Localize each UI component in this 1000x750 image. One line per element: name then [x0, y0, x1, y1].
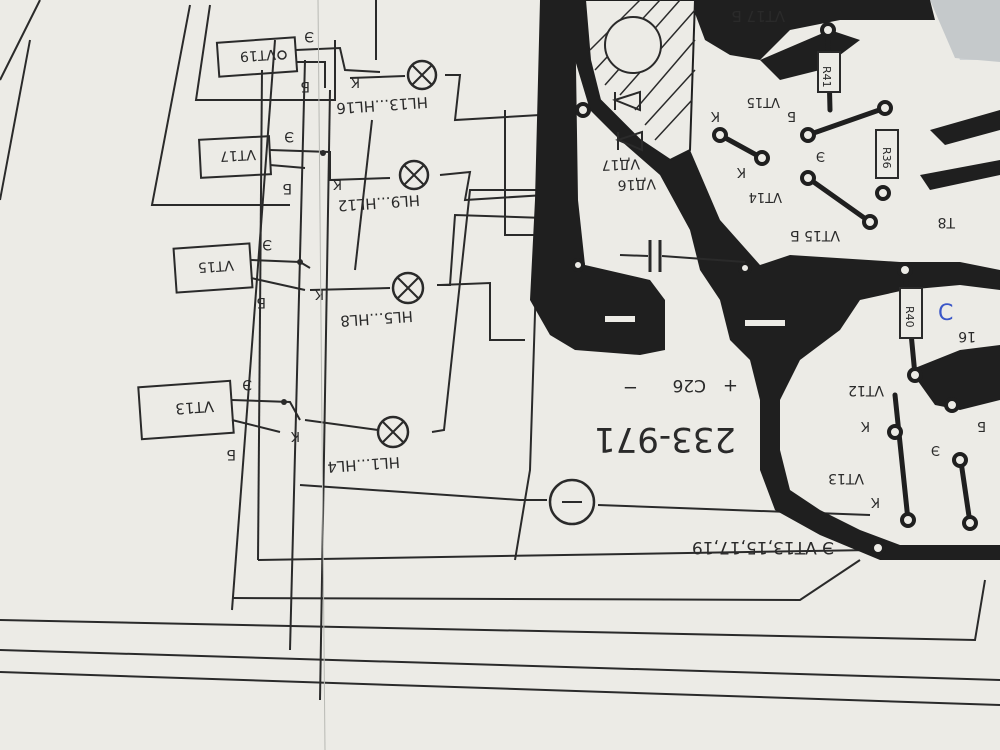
transistor-vt13: VT13 Э Б — [137, 376, 301, 462]
pin-label: К — [737, 164, 746, 179]
pad-label: VT15 Б — [790, 227, 840, 243]
pcb-pads — [571, 22, 978, 556]
pin-label: Б — [787, 108, 796, 123]
fold-crease — [317, 0, 326, 750]
hatched-area — [583, 0, 697, 162]
pad-label: VT14 — [749, 189, 782, 204]
lamp-hl9-hl12: HL9...HL12 К — [333, 159, 430, 215]
capacitor-label: C26 — [672, 375, 706, 395]
emitter-label: Э — [242, 376, 252, 392]
lamp-label: HL9...HL12 — [337, 191, 420, 215]
emitter-label: Э — [262, 236, 272, 252]
schematic-wiring — [0, 0, 1000, 706]
resistor-label: R36 — [880, 147, 893, 169]
pad-label: VT15 — [747, 94, 780, 109]
pad-label: VT13 — [828, 470, 864, 486]
pcb-foil — [530, 0, 1000, 560]
board-labels: VT17 Б VT15 К Б VT14 К Э VT15 Б VT12 К Э… — [711, 7, 986, 509]
pin-label: К — [711, 108, 720, 123]
lamp-hl5-hl8: HL5...HL8 К — [315, 271, 425, 330]
pin-label: Э — [816, 148, 825, 163]
transistor-label: VT13 — [175, 397, 215, 418]
resistor-label: R41 — [820, 66, 833, 88]
emitter-label: Э — [284, 128, 294, 144]
base-label: Б — [226, 446, 236, 462]
base-label: Б — [282, 180, 292, 196]
lamp-label: HL1...HL4 — [327, 453, 401, 476]
left-border-lines — [0, 0, 41, 201]
partial-label: T8 — [938, 214, 956, 230]
transistor-vt17: VT17 Э Б — [198, 128, 340, 196]
collector-label: К — [291, 428, 300, 443]
paper-edge-shadow — [930, 0, 1000, 62]
pad-label: VT12 — [848, 382, 884, 398]
pin-label: К — [861, 418, 870, 433]
diodes-vd16-vd17: VД17 VД16 — [601, 90, 656, 193]
diode-label: VД17 — [601, 155, 640, 172]
pin-label: Э — [931, 442, 940, 457]
lamp-hl1-hl4: HL1...HL4 К — [291, 415, 410, 476]
base-label: Б — [300, 78, 310, 94]
emitter-note: Э VT13,15,17,19 — [692, 537, 834, 557]
transistor-vt15: VT15 Э Б — [172, 236, 311, 310]
transistor-label: VT17 — [220, 146, 257, 164]
pen-mark: C — [938, 301, 953, 326]
transistor-label: VT15 — [197, 257, 234, 275]
lamp-label: HL5...HL8 — [340, 307, 414, 330]
resistors: R41 R36 R40 — [817, 51, 923, 339]
collector-label: К — [351, 74, 360, 89]
partial-label: 16 — [958, 328, 976, 344]
collector-label: К — [315, 286, 324, 301]
board-part-number: 233-971 — [594, 419, 736, 459]
diode-label: VД16 — [617, 175, 656, 192]
collector-label: К — [333, 176, 342, 191]
pin-label: К — [871, 494, 880, 509]
pad-label: VT17 Б — [731, 7, 785, 25]
cap-plus-sign: + — [723, 375, 738, 396]
emitter-label: Э — [304, 28, 314, 44]
cap-minus-sign: − — [623, 377, 638, 398]
base-label: Б — [256, 294, 266, 310]
resistor-label: R40 — [903, 306, 916, 328]
ground-terminal — [548, 478, 596, 526]
transistor-label: VT19 — [239, 46, 276, 64]
capacitor-c26: C26 − + — [605, 240, 785, 398]
pin-label: Б — [977, 418, 986, 433]
